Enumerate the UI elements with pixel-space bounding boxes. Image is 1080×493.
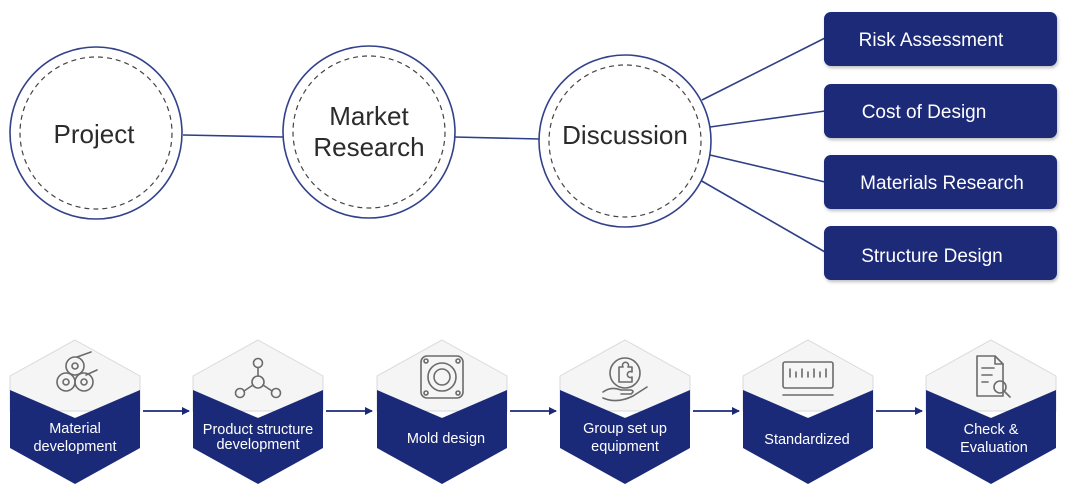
connector-topic-materials [709, 154, 826, 183]
step-hexagon-band [926, 390, 1056, 425]
step-label-line-1: Group set up [583, 421, 667, 437]
step-label-line-1: Check & [964, 422, 1019, 438]
stage-circle [9, 46, 183, 220]
ruler-icon [782, 361, 834, 396]
step-hexagon-bottom [926, 397, 1056, 484]
puzzle-hand-icon [602, 357, 648, 402]
stage-circle [538, 54, 712, 228]
topic-box [824, 12, 1057, 66]
step-hexagon-bottom [560, 397, 690, 484]
structure-nodes-icon [234, 357, 282, 399]
step-label-line-2: development [33, 439, 116, 455]
stage-circle-dashed [19, 56, 173, 210]
stage-discussion: Discussion [538, 54, 712, 228]
stage-label-line-1: Market [329, 101, 409, 131]
topic-materials-research: Materials Research [824, 155, 1057, 209]
topic-structure-design: Structure Design [824, 226, 1057, 280]
step-label-line-2: equipment [591, 439, 659, 455]
stage-market-research: Market Research [282, 45, 456, 219]
topic-label: Risk Assessment [859, 30, 1004, 51]
topic-box [824, 84, 1057, 138]
topic-cost-of-design: Cost of Design [824, 84, 1057, 138]
step-check-evaluation: Check & Evaluation [925, 339, 1057, 484]
topic-label: Structure Design [861, 246, 1003, 267]
topic-risk-assessment: Risk Assessment [824, 12, 1057, 66]
speaker-mold-icon [420, 355, 464, 399]
stage-circle [282, 45, 456, 219]
step-label-line-1: Product structure [203, 422, 313, 438]
step-label: Mold design [407, 431, 485, 447]
document-search-icon [976, 355, 1011, 398]
step-hexagon-bottom [10, 397, 140, 484]
connector-topic-risk [701, 37, 826, 101]
stage-circle-dashed [548, 64, 702, 218]
step-hexagon-band [743, 390, 873, 425]
step-product-structure-development: Product structure development [192, 339, 324, 484]
step-label-line-2: Evaluation [960, 440, 1028, 456]
stage-connectors [182, 37, 826, 253]
step-hexagon-band [193, 390, 323, 425]
step-hexagon-top [376, 339, 508, 412]
step-hexagon-bottom [743, 397, 873, 484]
stage-label: Discussion [562, 120, 688, 150]
step-hexagon-band [10, 390, 140, 425]
material-rolls-icon [56, 351, 98, 392]
step-label: Standardized [764, 432, 849, 448]
connector-market-discussion [453, 136, 541, 140]
step-group-set-up-equipment: Group set up equipment [559, 339, 691, 484]
stage-project: Project [9, 46, 183, 220]
step-hexagon-bottom [193, 397, 323, 484]
topic-label: Materials Research [860, 173, 1024, 194]
step-label-line-2: development [216, 437, 299, 453]
step-material-development: Material development [9, 339, 141, 484]
step-hexagon-top [559, 339, 691, 412]
step-hexagon-band [560, 390, 690, 425]
connector-topic-cost [709, 110, 826, 128]
step-label-line-1: Material [49, 421, 101, 437]
step-hexagon-bottom [377, 397, 507, 484]
topic-box [824, 155, 1057, 209]
connector-topic-structure [699, 179, 826, 253]
step-hexagon-band [377, 390, 507, 425]
connector-project-market [182, 134, 284, 138]
step-mold-design: Mold design [376, 339, 508, 484]
stage-label-line-2: Research [313, 132, 424, 162]
stage-circle-dashed [292, 55, 446, 209]
stage-label: Project [54, 119, 136, 149]
step-standardized: Standardized [742, 339, 874, 484]
topic-box [824, 226, 1057, 280]
topic-label: Cost of Design [862, 102, 987, 123]
